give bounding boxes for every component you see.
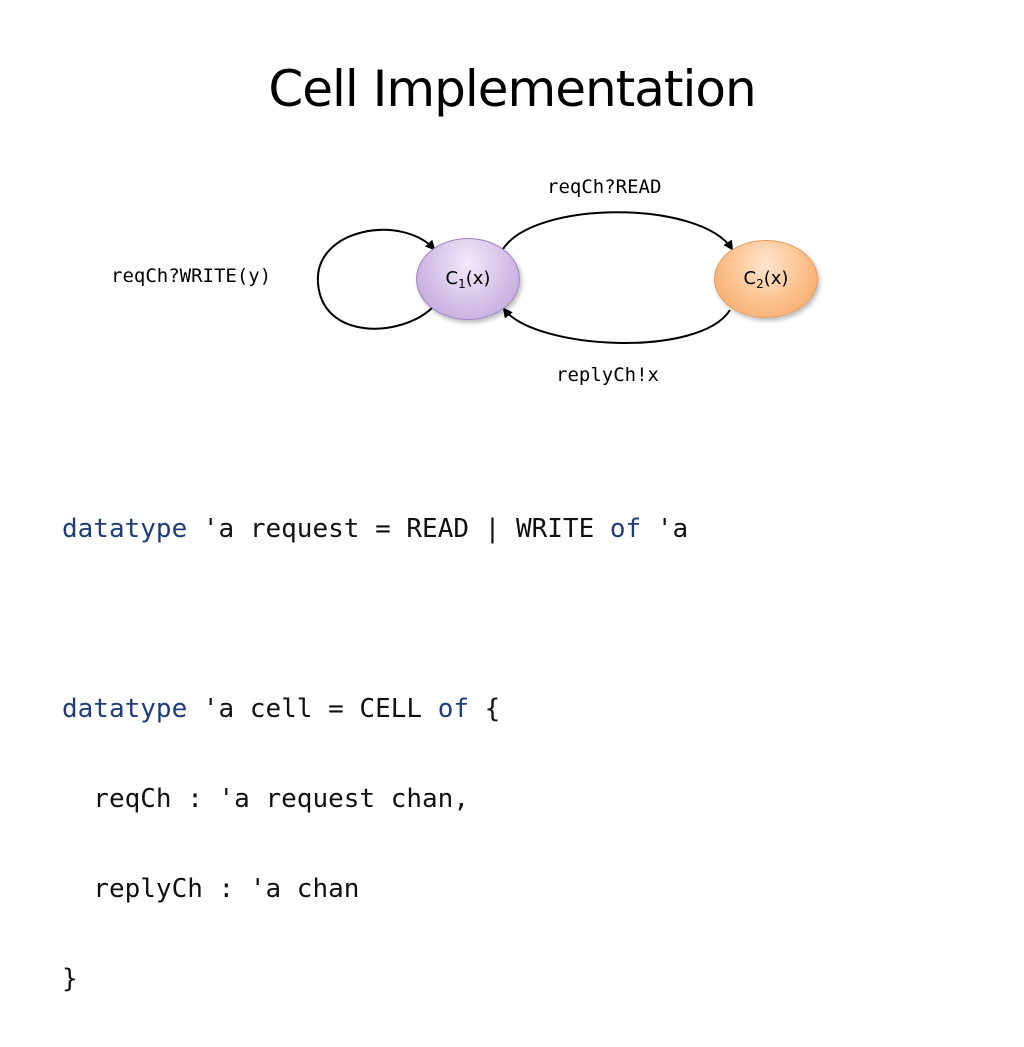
read-edge-label: reqCh?READ: [547, 176, 662, 198]
keyword: of: [437, 694, 469, 724]
state-diagram: [316, 211, 734, 344]
state-node-c1: C1(x): [416, 238, 520, 320]
read-edge: [502, 211, 734, 251]
code-block: datatype 'a request = READ | WRITE of 'a…: [62, 462, 688, 1047]
state-c1-label: C1(x): [445, 267, 491, 291]
code-line-reqch-field: reqCh : 'a request chan,: [62, 784, 469, 814]
keyword: datatype: [62, 514, 188, 544]
code-line-cell-datatype: datatype 'a cell = CELL of {: [62, 694, 501, 724]
state-node-c2: C2(x): [714, 240, 818, 318]
code-blank-line: [62, 597, 688, 642]
reply-edge-label: replyCh!x: [556, 364, 659, 386]
code-line-close-brace: }: [62, 964, 78, 994]
keyword: of: [609, 514, 642, 544]
keyword: datatype: [62, 694, 188, 724]
state-c2-label: C2(x): [743, 267, 789, 291]
reply-edge: [502, 307, 731, 344]
slide-title: Cell Implementation: [268, 60, 756, 118]
code-line-replych-field: replyCh : 'a chan: [62, 874, 360, 904]
self-loop-label: reqCh?WRITE(y): [111, 265, 272, 287]
self-loop-edge: [316, 228, 436, 330]
code-line-request-datatype: datatype 'a request = READ | WRITE of 'a: [62, 514, 689, 544]
